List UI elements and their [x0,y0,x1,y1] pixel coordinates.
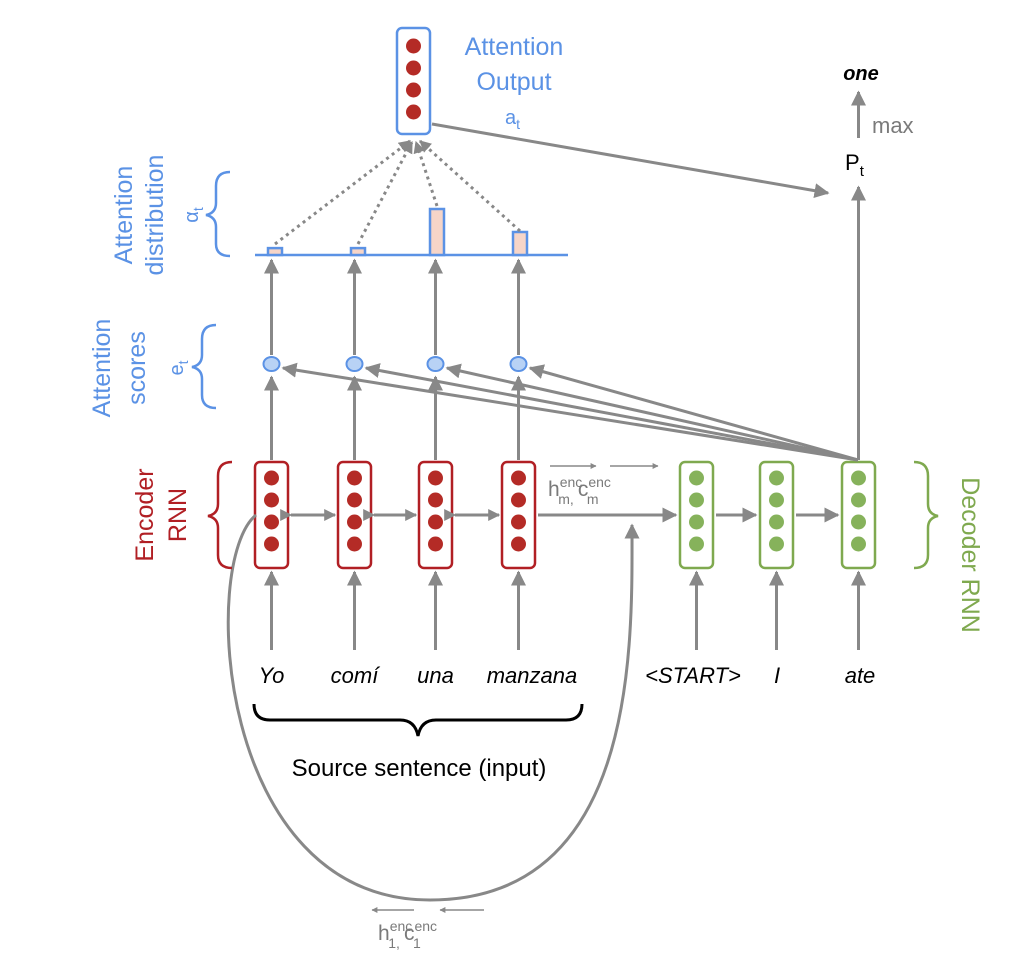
encoder-brace [207,460,233,570]
score-dot-2 [345,356,364,372]
attention-output-symbol: at [505,107,520,132]
score-dot-1 [262,356,281,372]
first-state-loop-arrow [226,513,640,902]
encoder-label-2: RNN [164,488,192,542]
encoder-word-3: una [417,663,454,688]
attention-bar-3 [428,207,446,257]
attention-bar-1 [266,246,284,257]
decoder-cell-3 [840,460,877,570]
attention-bar-2 [349,246,367,257]
encoder-cell-1 [253,460,290,570]
decoder-word-2: I [774,663,780,688]
attention-distribution-label-2: distribution [141,155,169,276]
source-sentence-brace [252,703,584,737]
encoder-cell-3 [417,460,454,570]
attention-distribution-label-1: Attention [110,166,138,265]
encoder-cell-2 [336,460,373,570]
source-sentence-label: Source sentence (input) [292,755,547,782]
attention-score-dots [262,356,528,372]
decoder-word-3: ate [845,663,876,688]
score-to-distribution-arrows [264,258,526,355]
weighted-sum-dotted-lines [274,139,522,246]
max-label: max [872,113,914,138]
alpha-t-symbol: αt [181,207,206,223]
e-t-symbol: et [166,360,191,375]
attention-distribution-bars [266,207,529,257]
decoder-cell-2 [758,460,795,570]
attention-output-vector [395,26,432,136]
decoder-to-score-arrows [281,362,859,462]
encoder-word-4: manzana [487,663,578,688]
encoder-word-1: Yo [259,663,285,688]
output-word: one [843,63,879,85]
encoder-label-1: Encoder [131,468,159,561]
attention-distribution-brace [205,170,231,258]
decoder-brace [913,460,939,570]
attention-scores-label-1: Attention [88,319,116,418]
encoder-to-score-arrows [264,375,526,460]
encoder-word-2: comí [331,663,381,688]
decoder-cell-1 [678,460,715,570]
attention-bar-4 [511,230,529,257]
attention-output-title-1: Attention [465,33,564,61]
encoder-cell-4 [500,460,537,570]
decoder-label: Decoder RNN [956,477,984,633]
input-arrows [264,570,866,650]
score-dot-3 [426,356,445,372]
attention-output-title-2: Output [476,68,551,96]
attention-scores-brace [191,323,217,410]
decoder-word-1: <START> [645,663,741,688]
attention-output-to-pt-arrow [431,122,830,199]
score-dot-4 [509,356,528,372]
attention-scores-label-2: scores [123,331,151,405]
p-t-label: Pt [845,150,865,180]
